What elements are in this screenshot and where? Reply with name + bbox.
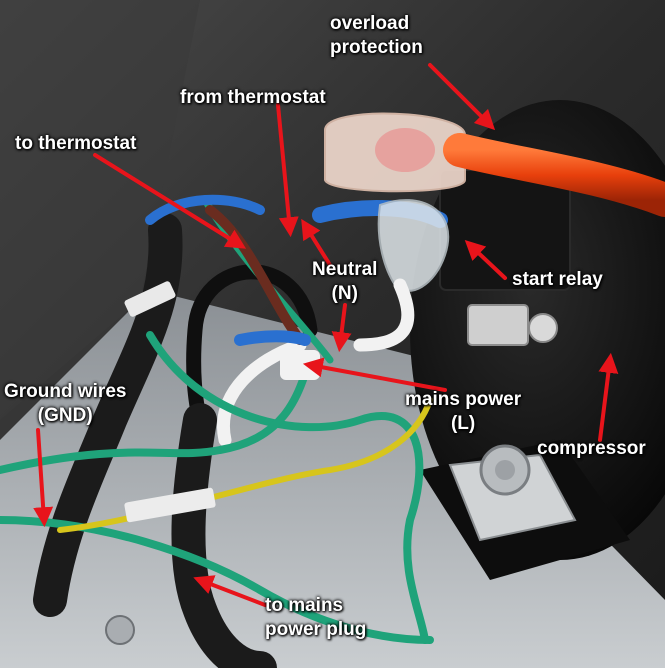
label-compressor: compressor bbox=[537, 438, 646, 459]
power-plug-cable bbox=[171, 403, 277, 668]
blue-sleeve bbox=[234, 330, 311, 346]
label-overload-protection-line2: protection bbox=[330, 37, 423, 58]
overload-sleeve-pink bbox=[375, 128, 435, 172]
cable-tie-2 bbox=[124, 487, 216, 523]
label-to-mains-power-plug-line2: power plug bbox=[265, 619, 367, 640]
blue-wire bbox=[145, 194, 265, 225]
enclosure-shadow bbox=[0, 0, 200, 420]
overload-wire bbox=[443, 133, 665, 217]
brown-wire bbox=[205, 205, 305, 345]
ground-wire-1 bbox=[146, 331, 429, 644]
arrow-neutral-2 bbox=[331, 303, 352, 353]
label-to-mains-power-plug-line1: to mains bbox=[265, 595, 344, 616]
arrow-overload-protection bbox=[428, 63, 496, 131]
arrow-from-thermostat bbox=[276, 103, 299, 238]
label-to-thermostat: to thermostat bbox=[15, 133, 137, 154]
annotation-arrows bbox=[33, 63, 619, 607]
label-start-relay: start relay bbox=[512, 269, 603, 290]
label-from-thermostat: from thermostat bbox=[180, 87, 326, 108]
arrow-ground-wires bbox=[33, 428, 54, 528]
label-ground-wires: Ground wires (GND) bbox=[4, 380, 126, 428]
label-mains-power: mains power (L) bbox=[405, 388, 521, 436]
plate-screw bbox=[105, 615, 135, 645]
mounting-bolt-center bbox=[495, 460, 515, 480]
relay-terminal bbox=[467, 304, 529, 346]
label-neutral-line2: (N) bbox=[331, 283, 358, 304]
arrow-start-relay bbox=[464, 240, 507, 280]
label-mains-power-line1: mains power bbox=[405, 389, 522, 410]
arrow-neutral-1 bbox=[301, 218, 332, 267]
label-ground-wires-line1: Ground wires bbox=[4, 381, 127, 402]
label-mains-power-line2: (L) bbox=[450, 413, 476, 434]
ground-wire-3 bbox=[0, 351, 314, 474]
label-to-mains-power-plug: to mains power plug bbox=[265, 594, 366, 642]
cable-tie-1 bbox=[124, 281, 176, 317]
label-overload-protection-line1: overload bbox=[330, 13, 410, 34]
arrow-to-thermostat bbox=[93, 153, 247, 249]
arrow-mains-plug bbox=[193, 575, 267, 607]
clear-spade-connector bbox=[377, 199, 450, 292]
arrow-compressor bbox=[598, 352, 619, 442]
label-ground-wires-line2: (GND) bbox=[37, 405, 93, 426]
label-neutral: Neutral (N) bbox=[312, 258, 377, 306]
arrow-mains-power bbox=[302, 357, 447, 392]
label-overload-protection: overload protection bbox=[330, 12, 423, 60]
label-neutral-line1: Neutral bbox=[312, 259, 378, 280]
relay-terminal-screw bbox=[528, 313, 558, 343]
